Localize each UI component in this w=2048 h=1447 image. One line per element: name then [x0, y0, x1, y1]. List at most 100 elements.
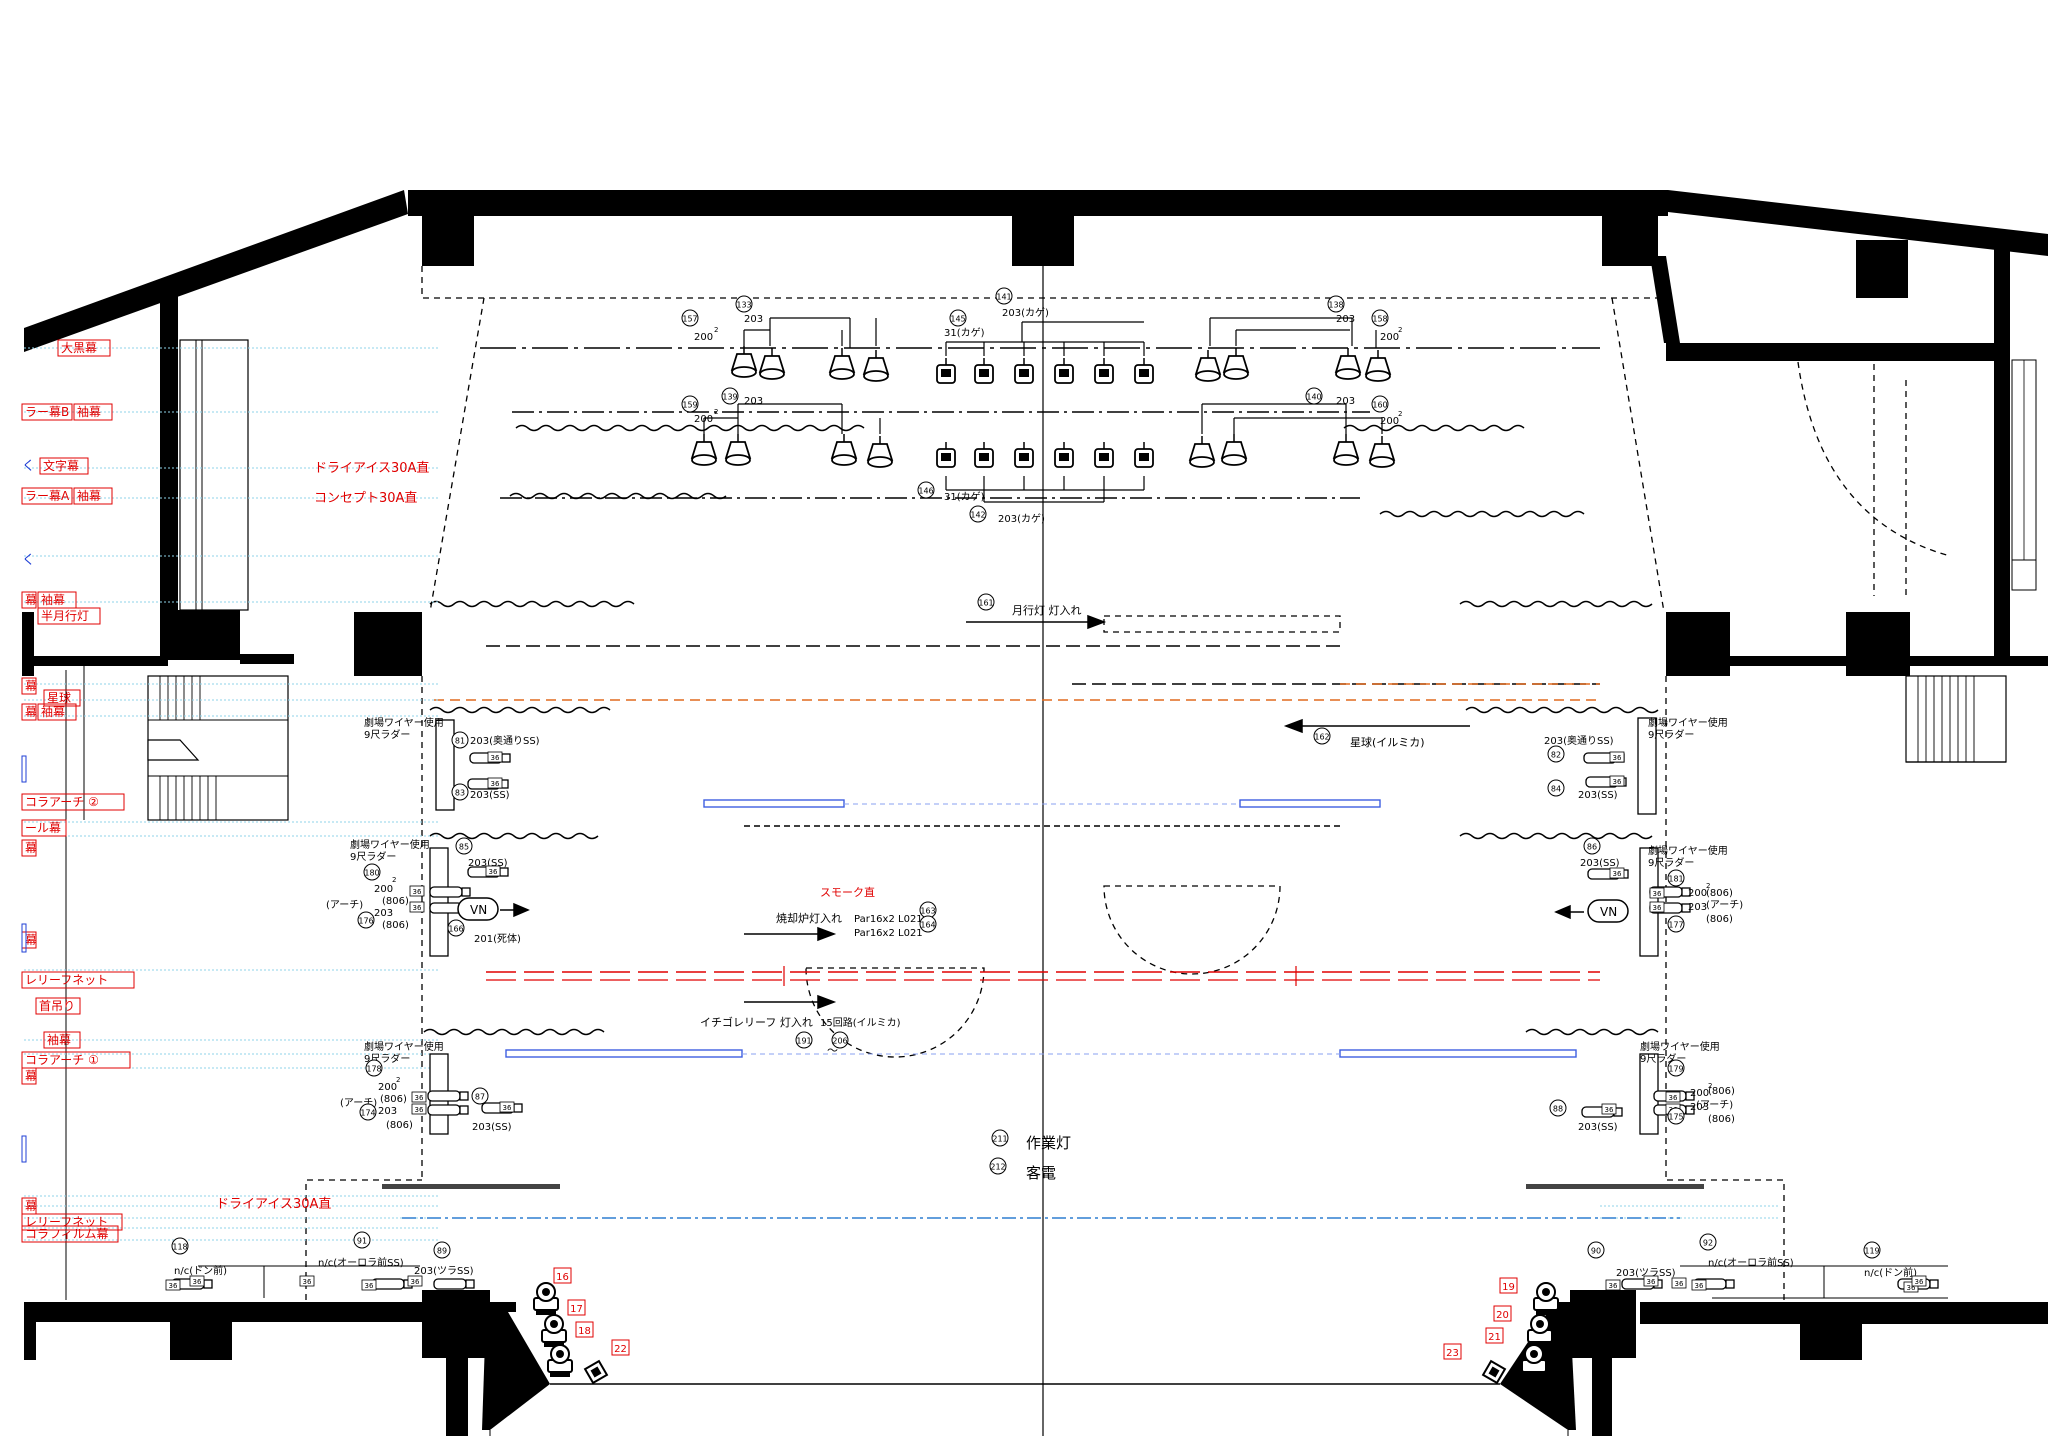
label: 9尺ラダー [350, 850, 396, 863]
moving-light-fixture [1054, 441, 1074, 468]
label: 劇場ワイヤー使用 [350, 838, 430, 851]
lamp-wattage-box [1601, 1103, 1617, 1115]
effect-label: コンセプト30A直 [314, 491, 417, 506]
moving-light-fixture [936, 441, 956, 468]
circuit-number: 178 [366, 1065, 381, 1074]
label: 2 [1398, 326, 1402, 334]
label: 劇場ワイヤー使用 [1648, 844, 1728, 857]
curtain-label-box [21, 793, 125, 811]
label: 劇場ワイヤー使用 [1648, 716, 1728, 729]
curtain-label-box [39, 457, 89, 475]
lamp-wattage: 36 [1907, 1284, 1916, 1292]
effect-label: ドライアイス30A直 [216, 1197, 331, 1212]
lamp-fixture [427, 1104, 469, 1116]
label: (806) [1708, 1114, 1735, 1125]
curtain-label-box [73, 403, 113, 421]
circuit-number: 177 [1668, 921, 1683, 930]
lamp-wattage: 36 [169, 1282, 178, 1290]
circuit-number: 174 [360, 1109, 375, 1118]
spotlight-fixture [725, 433, 751, 466]
curtain-label: コラフィルム幕 [25, 1227, 109, 1241]
circuit-number: 161 [978, 599, 993, 608]
label: Par16x2 L021 [854, 928, 923, 939]
ladder [435, 719, 455, 811]
circuit-number-circle [363, 863, 381, 881]
blue-mark [21, 923, 27, 953]
lamp-wattage: 36 [193, 1278, 202, 1286]
lamp-wattage-box [1609, 867, 1625, 879]
unit-number-box [611, 1339, 630, 1356]
lamp-fixture [427, 1090, 469, 1102]
curtain-label: 幕 [25, 593, 37, 607]
circuit-number-circle [451, 731, 469, 749]
circuit-number: 162 [1314, 733, 1329, 742]
lamp-wattage-box [189, 1275, 205, 1287]
circuit-number: 180 [364, 869, 379, 878]
label: ～ [827, 1044, 838, 1057]
unit-number-box [567, 1299, 586, 1316]
label: 201(死体) [474, 933, 521, 945]
curtain-wave [1459, 600, 1653, 608]
curtain-label-box [35, 997, 81, 1015]
curtain-label: ラー幕B [25, 405, 69, 419]
circuit-number-circle [917, 481, 935, 499]
lamp-wattage-box [487, 777, 503, 789]
circuit-number-circle [455, 837, 473, 855]
label: 203(ツラSS) [414, 1265, 474, 1277]
curtain-wave [509, 492, 727, 500]
circuit-number-circle [1667, 869, 1685, 887]
circuit-number-circle [447, 919, 465, 937]
circuit-number-circle [1327, 295, 1345, 313]
overhead-fixtures [691, 317, 1395, 503]
circuit-number: 158 [1372, 315, 1387, 324]
circuit-number-circle [681, 395, 699, 413]
lamp-wattage: 36 [1605, 1106, 1614, 1114]
lamp-wattage: 36 [303, 1278, 312, 1286]
curtain-label: く [22, 553, 35, 568]
spotlight-fixture [731, 345, 757, 378]
unit-number-box [553, 1267, 572, 1284]
label: 200 [374, 884, 393, 895]
curtain-label-box [21, 1225, 119, 1243]
curtain-label: 幕 [25, 933, 37, 947]
ladder [429, 847, 449, 957]
curtain-label-box [21, 819, 67, 837]
label: 31(カゲ) [944, 491, 985, 503]
lamp-wattage-box [1911, 1275, 1927, 1287]
label: 劇場ワイヤー使用 [364, 716, 444, 729]
curtain-wave [1379, 510, 1585, 518]
circuit-number: 142 [970, 511, 985, 520]
label: (806) [382, 920, 409, 931]
moving-light-fixture [974, 441, 994, 468]
label: n/c(オーロラ前SS) [1708, 1256, 1794, 1269]
unit-number: 17 [570, 1304, 583, 1315]
circuit-number-circle [365, 1059, 383, 1077]
label: 星球(イルミカ) [1350, 735, 1425, 749]
lamp-wattage: 36 [1653, 890, 1662, 898]
circuit-number: 133 [736, 301, 751, 310]
curtain-label: 袖幕 [77, 488, 101, 503]
label: 200 [1380, 416, 1399, 427]
circuit-number-circle [1667, 1059, 1685, 1077]
circuit-number-circle [171, 1237, 189, 1255]
circuit-number: 164 [920, 921, 935, 930]
circuit-number-circle [451, 783, 469, 801]
label: Par16x2 L021 [854, 914, 923, 925]
label: 2 [396, 1076, 400, 1084]
arrows [500, 614, 1584, 1010]
spotlight-fixture [1221, 433, 1247, 466]
label: (アーチ) [1696, 1099, 1733, 1111]
circuit-number-circle [949, 309, 967, 327]
curtain-label-box [21, 839, 37, 857]
circuit-number: 86 [1587, 843, 1597, 852]
spotlight-fixture [691, 433, 717, 466]
curtain-wave [1459, 832, 1653, 840]
circuit-number-circle [359, 1103, 377, 1121]
lamp-wattage-box [1609, 775, 1625, 787]
label: 客電 [1026, 1164, 1056, 1182]
lamp-wattage-box [499, 1101, 515, 1113]
spotlight-fixture [1335, 347, 1361, 380]
lamp-wattage: 36 [1609, 1282, 1618, 1290]
curtain-label: ール幕 [25, 821, 61, 835]
front-lamp [371, 1278, 413, 1290]
